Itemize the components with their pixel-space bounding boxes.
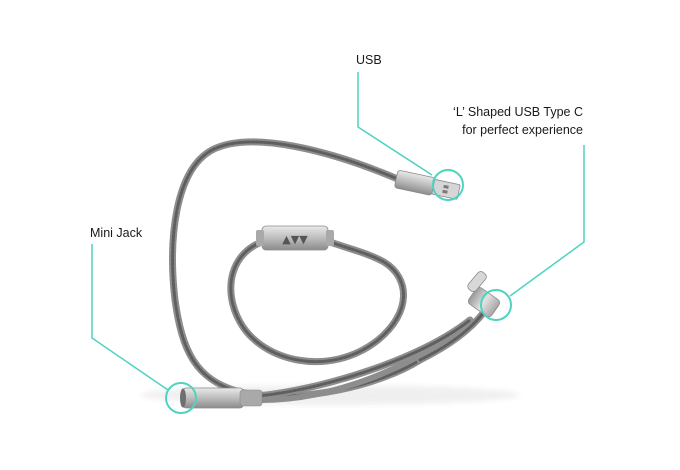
usb-c-label-line1: ‘L’ Shaped USB Type C: [453, 105, 583, 119]
usb-c-cable-lead: [416, 308, 488, 364]
callout-usb: [357, 72, 464, 201]
mini-jack-connector: [180, 387, 263, 409]
mini-jack-label: Mini Jack: [90, 226, 143, 240]
usb-label: USB: [356, 53, 382, 67]
usb-c-connector: [467, 271, 501, 318]
mini-jack-cable-lead: [254, 316, 474, 403]
usb-c-label-line2: for perfect experience: [462, 123, 583, 137]
callout-mini-jack: [91, 244, 197, 414]
inner-cable-loop: [227, 236, 407, 365]
callout-usb-c: [480, 145, 585, 321]
splitter-block: [256, 225, 334, 251]
brand-logo: ▲▼▼: [282, 233, 308, 246]
usb-a-connector: [394, 170, 461, 200]
